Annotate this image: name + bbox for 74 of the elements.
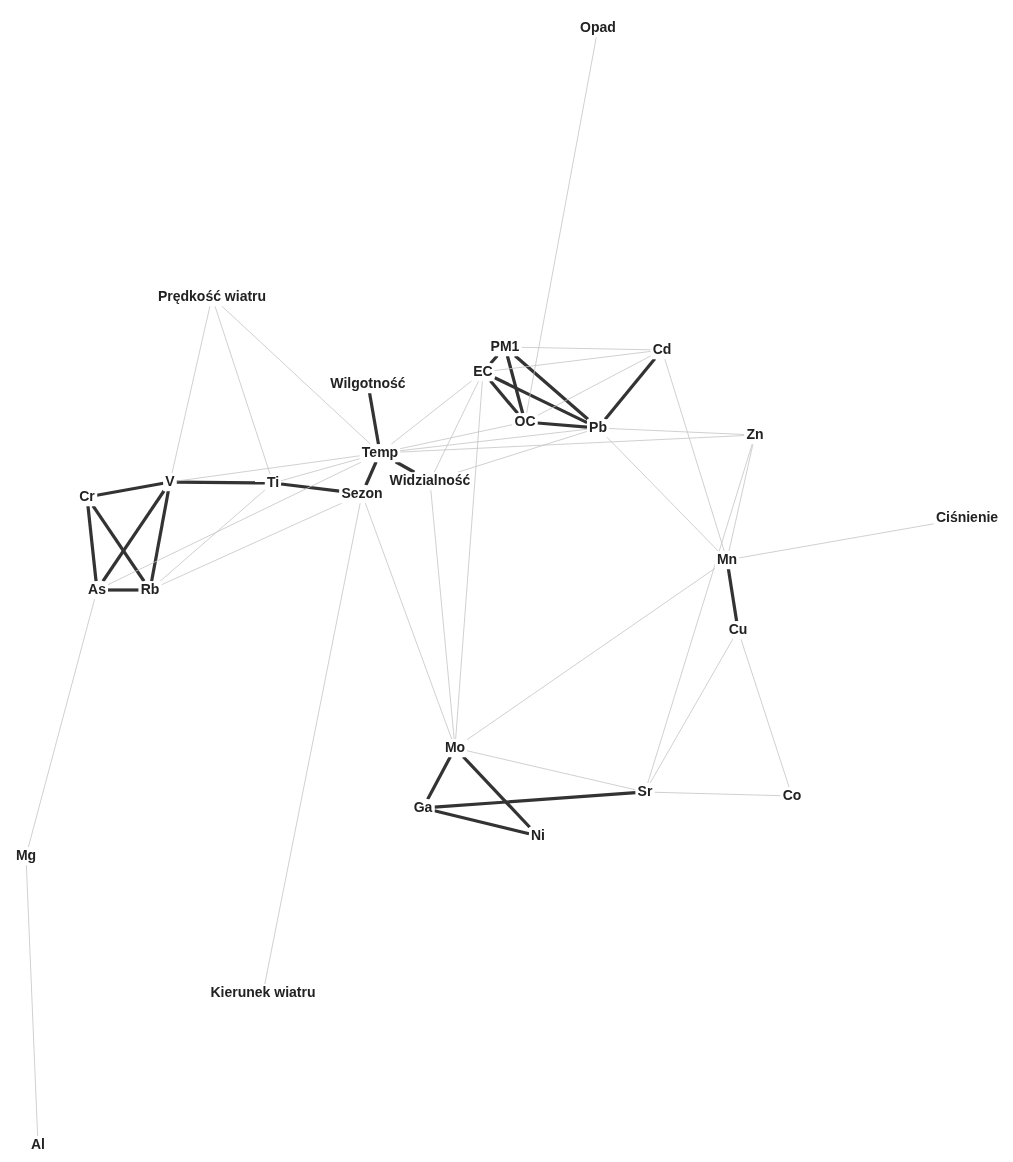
- node-label: Widzialność: [387, 472, 473, 490]
- connector-line: [399, 424, 513, 450]
- connector-line: [455, 380, 483, 740]
- connector-line: [505, 355, 525, 414]
- connector-line: [608, 428, 745, 435]
- connector-line: [426, 756, 452, 800]
- connector-line: [91, 504, 146, 583]
- connector-line: [466, 750, 636, 791]
- connector-line: [150, 490, 170, 582]
- node-label: Mn: [714, 551, 740, 569]
- connector-line: [399, 428, 588, 452]
- connector-line: [654, 791, 782, 797]
- connector-line: [603, 357, 657, 421]
- connector-line: [394, 460, 416, 474]
- connector-line: [25, 864, 39, 1137]
- connector-line: [390, 380, 473, 445]
- connector-line: [399, 435, 745, 453]
- connector-line: [171, 305, 211, 474]
- connector-line: [433, 380, 480, 473]
- node-label: Cr: [77, 488, 97, 506]
- connector-line: [537, 355, 652, 416]
- node-label: PM1: [488, 338, 522, 356]
- node-label: Mo: [442, 739, 468, 757]
- node-label: Cd: [650, 341, 674, 359]
- node-label: Opad: [578, 19, 618, 37]
- connector-line: [96, 481, 164, 497]
- connector-line: [664, 358, 725, 552]
- connector-line: [434, 791, 636, 809]
- connector-line: [606, 436, 719, 552]
- connector-line: [726, 568, 739, 622]
- node-label: Wilgotność: [328, 375, 408, 393]
- connector-line: [364, 502, 453, 740]
- connector-line: [494, 376, 588, 425]
- connector-line: [430, 489, 455, 740]
- connector-line: [280, 458, 361, 482]
- connector-line: [176, 480, 265, 485]
- connector-line: [462, 755, 531, 829]
- node-label: Prędkość wiatru: [155, 288, 269, 306]
- connector-line: [280, 482, 340, 493]
- node-label: Cu: [726, 621, 750, 639]
- connector-line: [221, 305, 371, 445]
- node-label: Zn: [744, 426, 766, 444]
- connector-line: [107, 461, 363, 586]
- connector-line: [740, 638, 790, 788]
- connector-line: [264, 502, 361, 985]
- connector-line: [214, 305, 271, 475]
- connector-line: [86, 505, 98, 582]
- connector-line: [176, 455, 361, 482]
- node-label: As: [86, 581, 108, 599]
- node-label: Mg: [13, 847, 39, 865]
- connector-line: [367, 392, 381, 445]
- connector-line: [159, 489, 266, 582]
- connector-line: [489, 379, 519, 415]
- node-label: Sezon: [339, 485, 385, 503]
- connector-line: [433, 809, 530, 836]
- connector-line: [457, 431, 588, 473]
- connector-line: [537, 421, 588, 429]
- connector-line: [364, 461, 378, 486]
- connector-line: [526, 36, 597, 414]
- node-label: Temp: [359, 444, 401, 462]
- node-label: Pb: [587, 419, 609, 437]
- node-label: EC: [471, 363, 495, 381]
- connector-line: [649, 638, 734, 784]
- connector-line: [494, 351, 652, 371]
- connector-line: [647, 443, 753, 784]
- connector-line: [466, 567, 716, 741]
- connector-line: [107, 588, 139, 592]
- connector-line: [514, 354, 589, 421]
- connector-line: [521, 346, 652, 351]
- connector-line: [101, 489, 166, 583]
- node-label: V: [163, 473, 177, 491]
- connector-line: [738, 523, 935, 559]
- connector-line: [728, 443, 754, 552]
- connector-line: [27, 598, 96, 848]
